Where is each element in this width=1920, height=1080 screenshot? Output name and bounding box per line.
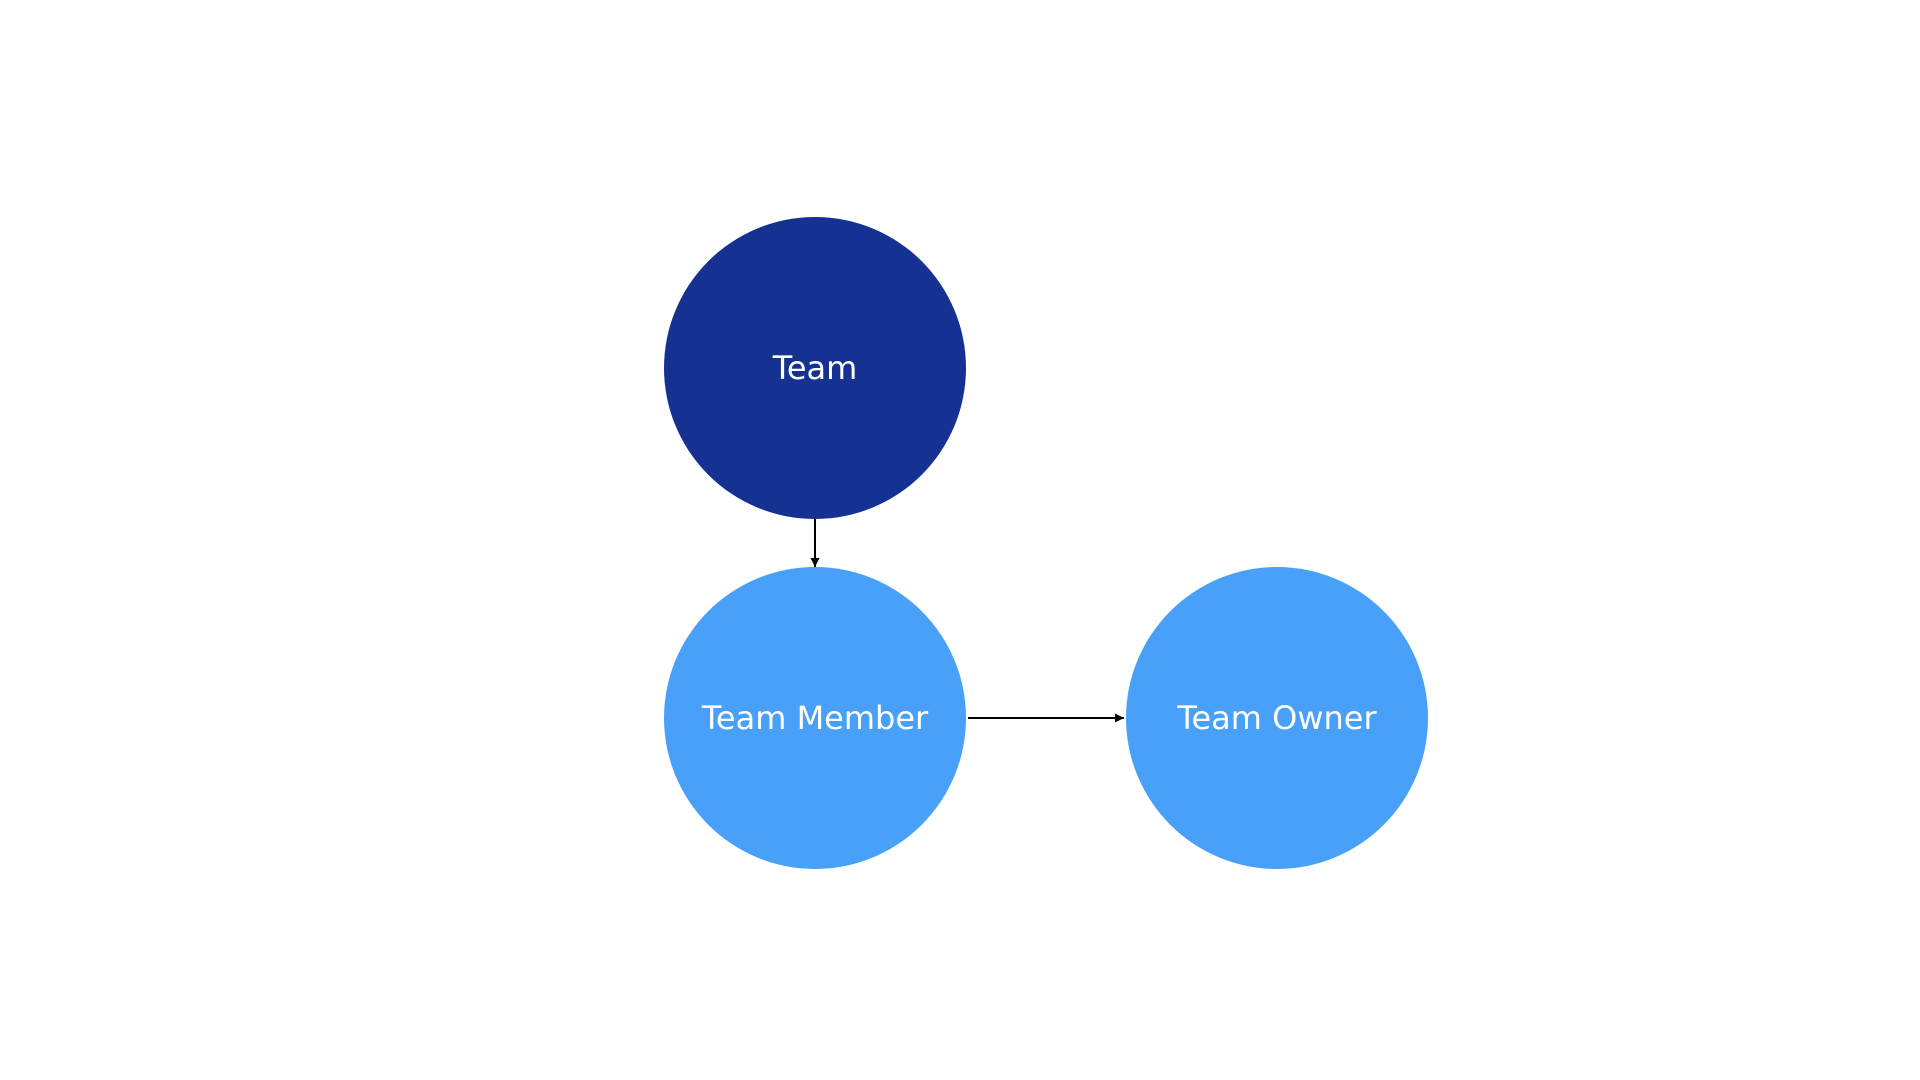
node-team-member-label: Team Member bbox=[701, 699, 929, 737]
node-team-owner-circle bbox=[1126, 567, 1428, 869]
node-team-owner-label: Team Owner bbox=[1176, 699, 1377, 737]
node-team-circle bbox=[664, 217, 966, 519]
node-team[interactable]: Team bbox=[664, 217, 966, 519]
node-team-member-circle bbox=[664, 567, 966, 869]
node-team-owner[interactable]: Team Owner bbox=[1126, 567, 1428, 869]
node-team-label: Team bbox=[772, 349, 858, 387]
node-team-member[interactable]: Team Member bbox=[664, 567, 966, 869]
